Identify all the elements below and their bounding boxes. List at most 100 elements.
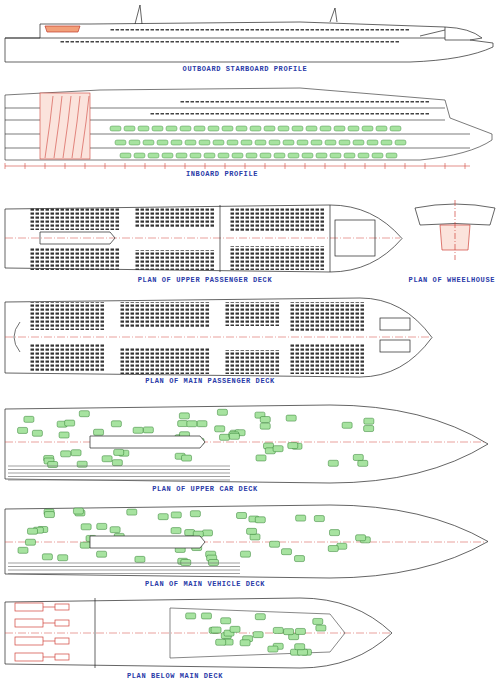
drawing-stroke bbox=[32, 430, 42, 436]
drawing-stroke bbox=[135, 208, 215, 228]
drawing-stroke bbox=[55, 654, 69, 660]
drawing-stroke bbox=[380, 318, 410, 330]
drawing-stroke bbox=[320, 126, 331, 131]
drawing-stroke bbox=[381, 140, 392, 145]
drawing-stroke bbox=[204, 153, 215, 158]
drawing-stroke bbox=[5, 166, 470, 167]
drawing-stroke bbox=[273, 627, 283, 633]
drawing-stroke bbox=[186, 613, 196, 619]
drawing-stroke bbox=[230, 246, 325, 270]
drawing-stroke bbox=[81, 524, 91, 530]
drawing-stroke bbox=[8, 563, 240, 564]
drawing-stroke bbox=[178, 421, 188, 427]
drawing-stroke bbox=[232, 153, 243, 158]
drawing-stroke bbox=[221, 618, 231, 624]
drawing-stroke bbox=[48, 461, 58, 467]
drawing-stroke bbox=[25, 163, 26, 169]
drawing-stroke bbox=[250, 126, 261, 131]
drawing-stroke bbox=[8, 570, 240, 571]
drawing-stroke bbox=[302, 153, 313, 158]
drawing-stroke bbox=[166, 126, 177, 131]
drawing-stroke bbox=[241, 140, 252, 145]
drawing-stroke bbox=[8, 473, 230, 474]
drawing-stroke bbox=[334, 126, 345, 131]
drawing-stroke bbox=[209, 559, 219, 565]
drawing-stroke bbox=[60, 41, 400, 45]
drawing-stroke bbox=[15, 603, 43, 611]
drawing-stroke bbox=[181, 560, 191, 566]
drawing-stroke bbox=[260, 417, 270, 423]
drawing-stroke bbox=[240, 551, 250, 557]
drawing-stroke bbox=[218, 153, 229, 158]
drawing-stroke bbox=[143, 427, 153, 433]
drawing-stroke bbox=[199, 140, 210, 145]
drawing-stroke bbox=[30, 344, 105, 372]
drawing-stroke bbox=[246, 153, 257, 158]
drawing-stroke bbox=[229, 433, 239, 439]
drawing-stroke bbox=[15, 637, 43, 645]
drawing-stroke bbox=[311, 140, 322, 145]
drawing-stroke bbox=[65, 420, 75, 426]
drawing-stroke bbox=[180, 100, 430, 105]
drawing-stroke bbox=[445, 27, 482, 40]
drawing-stroke bbox=[158, 514, 168, 520]
drawing-stroke bbox=[201, 613, 211, 619]
drawing-stroke bbox=[216, 639, 226, 645]
drawing-stroke bbox=[194, 126, 205, 131]
drawing-stroke bbox=[55, 638, 69, 644]
drawing-stroke bbox=[18, 427, 28, 433]
drawing-stroke bbox=[269, 140, 280, 145]
drawing-stroke bbox=[165, 163, 166, 169]
drawing-stroke bbox=[255, 140, 266, 145]
drawing-stroke bbox=[255, 517, 265, 523]
drawing-stroke bbox=[281, 549, 291, 555]
drawing-stroke bbox=[5, 238, 400, 239]
drawing-stroke bbox=[250, 534, 260, 540]
drawing-stroke bbox=[8, 573, 240, 574]
drawing-stroke bbox=[171, 512, 181, 518]
drawing-stroke bbox=[63, 96, 71, 158]
drawing-stroke bbox=[45, 96, 53, 158]
drawing-stroke bbox=[358, 460, 368, 466]
drawing-stroke bbox=[55, 620, 69, 626]
drawing-stroke bbox=[348, 126, 359, 131]
drawing-stroke bbox=[72, 96, 80, 158]
drawing-stroke bbox=[182, 455, 192, 461]
drawing-stroke bbox=[5, 22, 493, 62]
drawing-stroke bbox=[105, 163, 106, 169]
drawing-stroke bbox=[265, 163, 266, 169]
drawing-stroke bbox=[328, 546, 338, 552]
drawing-stroke bbox=[325, 163, 326, 169]
drawing-stroke bbox=[253, 632, 263, 638]
drawing-stroke bbox=[420, 30, 445, 36]
drawing-stroke bbox=[342, 422, 352, 428]
drawing-stroke bbox=[284, 629, 294, 635]
drawing-stroke bbox=[345, 163, 346, 169]
drawing-stroke bbox=[225, 163, 226, 169]
drawing-stroke bbox=[25, 539, 35, 545]
drawing-stroke bbox=[220, 434, 230, 440]
drawing-stroke bbox=[225, 302, 280, 326]
drawing-stroke bbox=[330, 205, 331, 272]
drawing-stroke bbox=[110, 527, 120, 533]
view-title: PLAN OF UPPER PASSENGER DECK bbox=[136, 276, 274, 284]
drawing-stroke bbox=[330, 153, 341, 158]
drawing-stroke bbox=[143, 140, 154, 145]
drawing-stroke bbox=[129, 140, 140, 145]
view-title: PLAN OF MAIN VEHICLE DECK bbox=[143, 580, 267, 588]
drawing-stroke bbox=[292, 126, 303, 131]
drawing-stroke bbox=[222, 126, 233, 131]
drawing-stroke bbox=[30, 248, 120, 270]
drawing-stroke bbox=[5, 205, 402, 272]
drawing-stroke bbox=[97, 551, 107, 557]
drawing-stroke bbox=[288, 443, 298, 449]
drawing-stroke bbox=[325, 140, 336, 145]
drawing-stroke bbox=[260, 423, 270, 429]
drawing-stroke bbox=[55, 604, 69, 610]
drawing-stroke bbox=[285, 163, 286, 169]
drawing-stroke bbox=[134, 153, 145, 158]
drawing-stroke bbox=[314, 516, 324, 522]
drawing-stroke bbox=[305, 163, 306, 169]
drawing-stroke bbox=[54, 96, 62, 158]
drawing-stroke bbox=[296, 515, 306, 521]
